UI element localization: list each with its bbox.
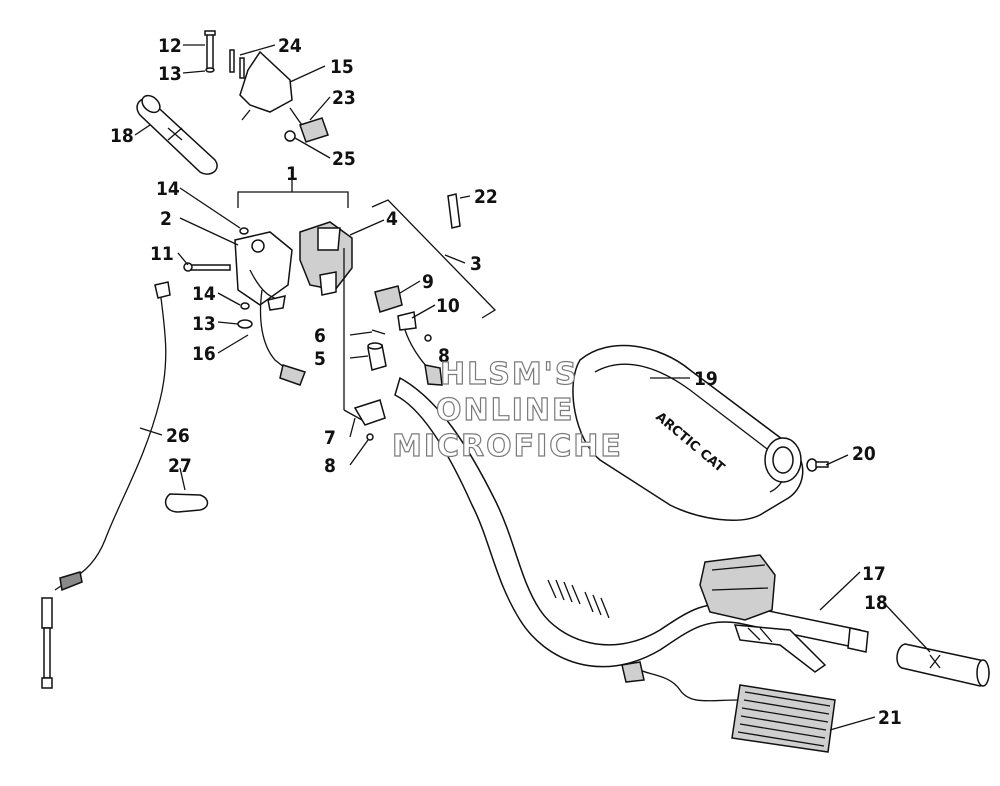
callout-8-lower: 8 — [324, 455, 336, 477]
heater-knob-5 — [367, 342, 387, 371]
callout-24: 24 — [278, 35, 302, 57]
callout-26: 26 — [166, 425, 190, 447]
connector-10 — [397, 311, 417, 331]
callout-3: 3 — [470, 253, 482, 275]
callout-21: 21 — [878, 707, 902, 729]
screw-8-lower — [366, 433, 374, 441]
pin-24 — [229, 49, 245, 79]
callout-14-top: 14 — [156, 178, 180, 200]
item-6-wire — [371, 329, 386, 335]
callout-13-lower: 13 — [192, 313, 216, 335]
callout-labels: 12 13 24 15 23 18 25 1 14 22 4 2 11 3 9 … — [110, 35, 902, 729]
bracket-7 — [353, 399, 386, 426]
callout-9: 9 — [422, 271, 434, 293]
callout-18-left: 18 — [110, 125, 134, 147]
callout-1: 1 — [286, 163, 298, 185]
callout-22: 22 — [474, 186, 498, 208]
washer-13-lower — [237, 319, 253, 329]
callout-13-top: 13 — [158, 63, 182, 85]
callout-8-upper: 8 — [438, 345, 450, 367]
callout-20: 20 — [852, 443, 876, 465]
callout-7: 7 — [324, 427, 336, 449]
callout-23: 23 — [332, 87, 356, 109]
left-grip — [136, 94, 218, 175]
callout-15: 15 — [330, 56, 354, 78]
watermark: HLSM'S ONLINE MICROFICHE — [391, 356, 623, 464]
throttle-cable — [41, 281, 171, 689]
callout-17: 17 — [862, 563, 886, 585]
brake-master-cylinder — [699, 554, 827, 673]
left-switch-harness — [259, 289, 306, 386]
washer-14-upper — [239, 227, 249, 235]
callout-5: 5 — [314, 348, 326, 370]
clip-27 — [164, 493, 209, 513]
screw-20 — [806, 458, 829, 472]
leader-lines — [134, 44, 931, 731]
callout-4: 4 — [386, 208, 398, 230]
connector-8-upper — [424, 364, 443, 386]
callout-12: 12 — [158, 35, 182, 57]
callout-27: 27 — [168, 455, 192, 477]
watermark-line-2: ONLINE — [436, 393, 575, 428]
callout-25: 25 — [332, 148, 356, 170]
left-switch-housing — [234, 231, 293, 311]
screw-12 — [204, 30, 216, 70]
callout-10: 10 — [436, 295, 460, 317]
right-switch-housing — [299, 221, 353, 296]
callout-2: 2 — [160, 208, 172, 230]
callout-14-lower: 14 — [192, 283, 216, 305]
screw-11 — [183, 262, 231, 272]
callout-11: 11 — [150, 243, 174, 265]
watermark-line-3: MICROFICHE — [392, 429, 623, 464]
washer-13-top — [205, 67, 215, 73]
callout-19: 19 — [694, 368, 718, 390]
switch-9 — [374, 285, 403, 313]
clip-22 — [447, 193, 461, 229]
handlebar-pad: ARCTIC CAT — [572, 344, 804, 521]
callout-18-right: 18 — [864, 592, 888, 614]
throttle-lever — [239, 50, 293, 121]
grommet-25 — [284, 130, 296, 142]
screw-8-upper — [424, 334, 432, 342]
connector-23 — [289, 107, 329, 143]
callout-6: 6 — [314, 325, 326, 347]
handlebar — [394, 376, 869, 668]
heater-element-21 — [621, 661, 836, 753]
right-grip — [896, 643, 990, 687]
watermark-line-1: HLSM'S — [440, 357, 578, 392]
callout-16: 16 — [192, 343, 216, 365]
washer-14-lower — [240, 302, 250, 310]
